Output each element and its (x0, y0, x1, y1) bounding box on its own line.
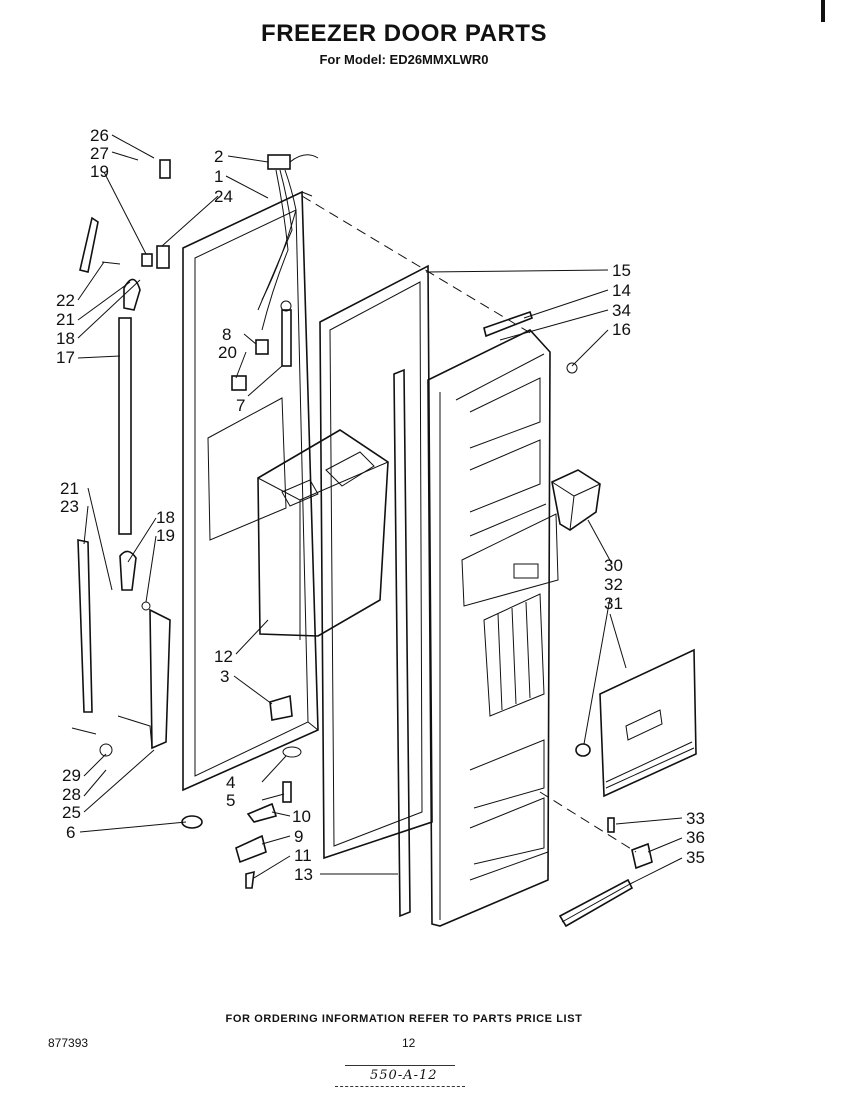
callout-2: 2 (214, 147, 223, 166)
heater-assembly (231, 300, 292, 391)
callout-32: 32 (604, 575, 623, 594)
handwritten-reference: 550-A-12 (370, 1068, 438, 1083)
callout-9: 9 (294, 827, 303, 846)
lower-handle-parts (71, 539, 171, 757)
callout-24: 24 (214, 187, 233, 206)
callout-27: 27 (90, 144, 109, 163)
handwritten-rule (345, 1065, 455, 1066)
handwritten-underline (335, 1086, 465, 1088)
callout-28: 28 (62, 785, 81, 804)
assembly-dash-lines (301, 195, 637, 853)
callout-23: 23 (60, 497, 79, 516)
callout-labels: 26 27 19 22 21 18 17 21 23 18 19 29 28 2… (56, 126, 705, 884)
callout-17: 17 (56, 348, 75, 367)
callout-5: 5 (226, 791, 235, 810)
top-hinge (141, 159, 171, 269)
wire-harness (257, 154, 319, 331)
callout-18b: 18 (156, 508, 175, 527)
callout-22: 22 (56, 291, 75, 310)
callout-20: 20 (218, 343, 237, 362)
callout-16: 16 (612, 320, 631, 339)
callout-4: 4 (226, 773, 235, 792)
door-gasket (319, 264, 433, 860)
bottom-hinge-parts (181, 694, 302, 889)
breaker-strip (393, 368, 411, 918)
callout-10: 10 (292, 807, 311, 826)
page-title: FREEZER DOOR PARTS (261, 20, 547, 47)
dispenser-housing (257, 429, 389, 640)
callout-7: 7 (236, 396, 245, 415)
callout-12: 12 (214, 647, 233, 666)
upper-handle-parts (79, 216, 141, 535)
callout-14: 14 (612, 281, 631, 300)
control-panel-cover (558, 648, 697, 928)
ordering-note: FOR ORDERING INFORMATION REFER TO PARTS … (225, 1013, 583, 1025)
document-number: 877393 (48, 1036, 89, 1050)
callout-35: 35 (686, 848, 705, 867)
callout-19: 19 (90, 162, 109, 181)
callout-26: 26 (90, 126, 109, 145)
model-line: For Model: ED26MMXLWR0 (319, 52, 489, 67)
callout-leaders (77, 134, 683, 885)
callout-13: 13 (294, 865, 313, 884)
dispenser-chute (551, 469, 601, 531)
callout-34: 34 (612, 301, 631, 320)
callout-21: 21 (56, 310, 75, 329)
callout-6: 6 (66, 823, 75, 842)
callout-3: 3 (220, 667, 229, 686)
callout-29: 29 (62, 766, 81, 785)
callout-8: 8 (222, 325, 231, 344)
callout-15: 15 (612, 261, 631, 280)
outer-door-panel (182, 190, 319, 792)
callout-33: 33 (686, 809, 705, 828)
callout-11: 11 (294, 846, 312, 865)
callout-25: 25 (62, 803, 81, 822)
callout-1: 1 (214, 167, 223, 186)
callout-18: 18 (56, 329, 75, 348)
callout-30: 30 (604, 556, 623, 575)
inner-door-liner (427, 329, 559, 927)
callout-21b: 21 (60, 479, 79, 498)
callout-19b: 19 (156, 526, 175, 545)
margin-mark (821, 0, 825, 22)
callout-36: 36 (686, 828, 705, 847)
door-strips (483, 310, 578, 374)
page-number: 12 (402, 1036, 416, 1050)
callout-31: 31 (604, 594, 623, 613)
